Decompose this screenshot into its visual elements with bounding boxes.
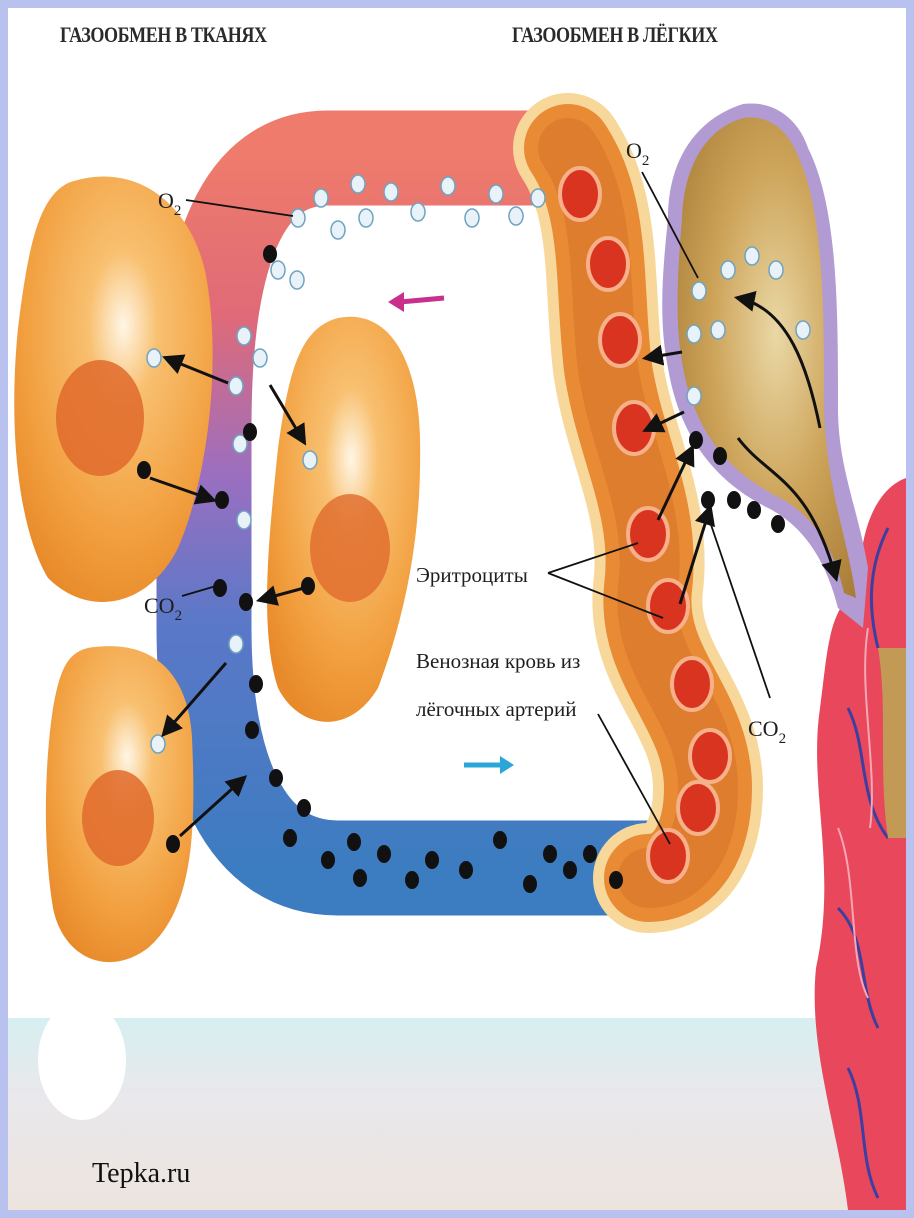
o2-molecule: [331, 221, 345, 239]
co2-molecule: [347, 833, 361, 851]
co2-molecule: [747, 501, 761, 519]
erythrocyte: [672, 658, 712, 710]
header-lung-exchange: ГАЗООБМЕН В ЛЁГКИХ: [512, 22, 717, 48]
co2-molecule: [321, 851, 335, 869]
erythrocyte: [678, 782, 718, 834]
co2-molecule: [245, 721, 259, 739]
venous-blood-label-line2: лёгочных артерий: [416, 697, 577, 721]
co2-molecule: [405, 871, 419, 889]
erythrocyte: [600, 314, 640, 366]
co2-molecule: [166, 835, 180, 853]
o2-molecule: [796, 321, 810, 339]
o2-molecule: [711, 321, 725, 339]
co2-molecule: [459, 861, 473, 879]
erythrocyte: [628, 508, 668, 560]
co2-molecule: [301, 577, 315, 595]
o2-molecule: [237, 511, 251, 529]
co2-molecule: [563, 861, 577, 879]
co2-molecule: [297, 799, 311, 817]
o2-molecule: [384, 183, 398, 201]
co2-molecule: [701, 491, 715, 509]
co2-molecule: [263, 245, 277, 263]
co2-molecule: [425, 851, 439, 869]
o2-molecule: [229, 377, 243, 395]
gas-exchange-diagram: O2 CO2 O2 CO2 Эритроциты Венозная кровь …: [8, 8, 906, 1210]
erythrocyte: [648, 580, 688, 632]
co2-molecule: [609, 871, 623, 889]
o2-molecule: [253, 349, 267, 367]
o2-molecule: [237, 327, 251, 345]
co2-molecule: [239, 593, 253, 611]
o2-molecule: [721, 261, 735, 279]
co2-molecule: [137, 461, 151, 479]
o2-molecule: [151, 735, 165, 753]
co2-molecule: [243, 423, 257, 441]
co2-molecule: [493, 831, 507, 849]
co2-molecule: [353, 869, 367, 887]
erythrocyte: [560, 168, 600, 220]
venous-flow-arrow: [464, 756, 514, 774]
slide: O2 CO2 O2 CO2 Эритроциты Венозная кровь …: [8, 8, 906, 1210]
co2-molecule: [771, 515, 785, 533]
watermark: Tepka.ru: [92, 1158, 190, 1190]
o2-molecule: [411, 203, 425, 221]
o2-molecule: [359, 209, 373, 227]
co2-molecule: [377, 845, 391, 863]
venous-blood-label-line1: Венозная кровь из: [416, 649, 580, 673]
o2-molecule: [509, 207, 523, 225]
o2-molecule: [687, 387, 701, 405]
co2-molecule: [283, 829, 297, 847]
o2-molecule: [351, 175, 365, 193]
o2-molecule: [531, 189, 545, 207]
co2-molecule: [727, 491, 741, 509]
o2-molecule: [441, 177, 455, 195]
header-tissue-exchange: ГАЗООБМЕН В ТКАНЯХ: [60, 22, 267, 48]
co2-molecule: [213, 579, 227, 597]
o2-molecule: [769, 261, 783, 279]
o2-molecule: [290, 271, 304, 289]
o2-molecule: [271, 261, 285, 279]
o2-molecule: [229, 635, 243, 653]
o2-molecule: [314, 189, 328, 207]
co2-molecule: [269, 769, 283, 787]
o2-molecule: [489, 185, 503, 203]
co2-molecule: [543, 845, 557, 863]
erythrocyte: [648, 830, 688, 882]
o2-molecule: [291, 209, 305, 227]
erythrocyte: [588, 238, 628, 290]
co2-molecule: [215, 491, 229, 509]
background-blob: [38, 1000, 126, 1120]
co2-molecule: [713, 447, 727, 465]
o2-molecule: [745, 247, 759, 265]
o2-molecule: [687, 325, 701, 343]
co2-molecule: [249, 675, 263, 693]
o2-molecule: [147, 349, 161, 367]
arterial-flow-arrow: [388, 292, 444, 312]
o2-molecule: [692, 282, 706, 300]
co2-molecule: [523, 875, 537, 893]
erythrocyte: [690, 730, 730, 782]
erythrocytes-label: Эритроциты: [416, 563, 528, 587]
co2-molecule: [689, 431, 703, 449]
o2-molecule: [303, 451, 317, 469]
co2-molecule: [583, 845, 597, 863]
o2-molecule: [465, 209, 479, 227]
